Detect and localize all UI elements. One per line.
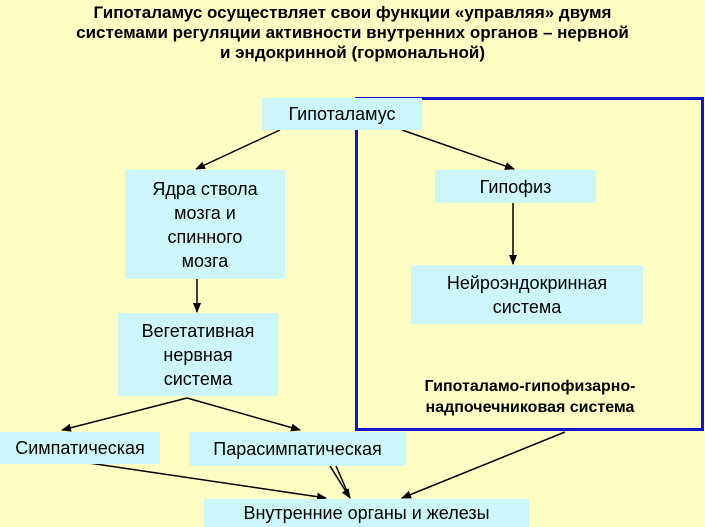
node-hypothalamus: Гипоталамус	[262, 98, 422, 130]
arrow-hpa-to-organs	[401, 431, 566, 499]
node-pituitary: Гипофиз	[435, 170, 596, 203]
arrow-sympathetic-to-organs	[81, 461, 327, 501]
title-line-3: и эндокринной (гормональной)	[220, 43, 485, 62]
node-pituitary-label: Гипофиз	[479, 176, 552, 197]
node-autonomic: Вегетативная нервная система	[118, 313, 278, 396]
arrow-parasympathetic-to-organs	[329, 465, 351, 499]
title-line-1: Гипоталамус осуществляет свои функции «у…	[93, 3, 612, 22]
node-organs-label: Внутренние органы и железы	[243, 503, 490, 523]
node-neuroendocrine-label: Нейроэндокринная система	[446, 272, 608, 317]
node-hypothalamus-label: Гипоталамус	[288, 104, 396, 124]
diagram-title: Гипоталамус осуществляет свои функции «у…	[0, 3, 705, 63]
node-brainstem-nuclei-label: Ядра ствола мозга и спинного мозга	[152, 178, 258, 271]
node-organs: Внутренние органы и железы	[204, 499, 529, 527]
hpa-system-label: Гипоталамо-гипофизарно- надпочечниковая …	[424, 378, 636, 416]
node-parasympathetic-label: Парасимпатическая	[213, 439, 382, 459]
arrow-autonomic-to-parasympathetic	[186, 397, 301, 432]
arrow-hypothalamus-to-pituitary	[401, 129, 515, 170]
node-sympathetic: Симпатическая	[0, 432, 160, 464]
arrow-autonomic-to-sympathetic	[61, 397, 188, 432]
node-brainstem-nuclei: Ядра ствола мозга и спинного мозга	[125, 170, 285, 279]
arrow-parasympathetic-to-organs-2	[335, 465, 351, 499]
node-parasympathetic: Парасимпатическая	[189, 432, 406, 466]
node-autonomic-label: Вегетативная нервная система	[141, 320, 255, 389]
hpa-system-frame	[355, 97, 704, 431]
arrow-hypothalamus-to-nuclei	[195, 129, 281, 170]
title-line-2: системами регуляции активности внутренни…	[76, 23, 629, 42]
node-sympathetic-label: Симпатическая	[15, 438, 145, 458]
node-neuroendocrine: Нейроэндокринная система	[411, 265, 643, 324]
